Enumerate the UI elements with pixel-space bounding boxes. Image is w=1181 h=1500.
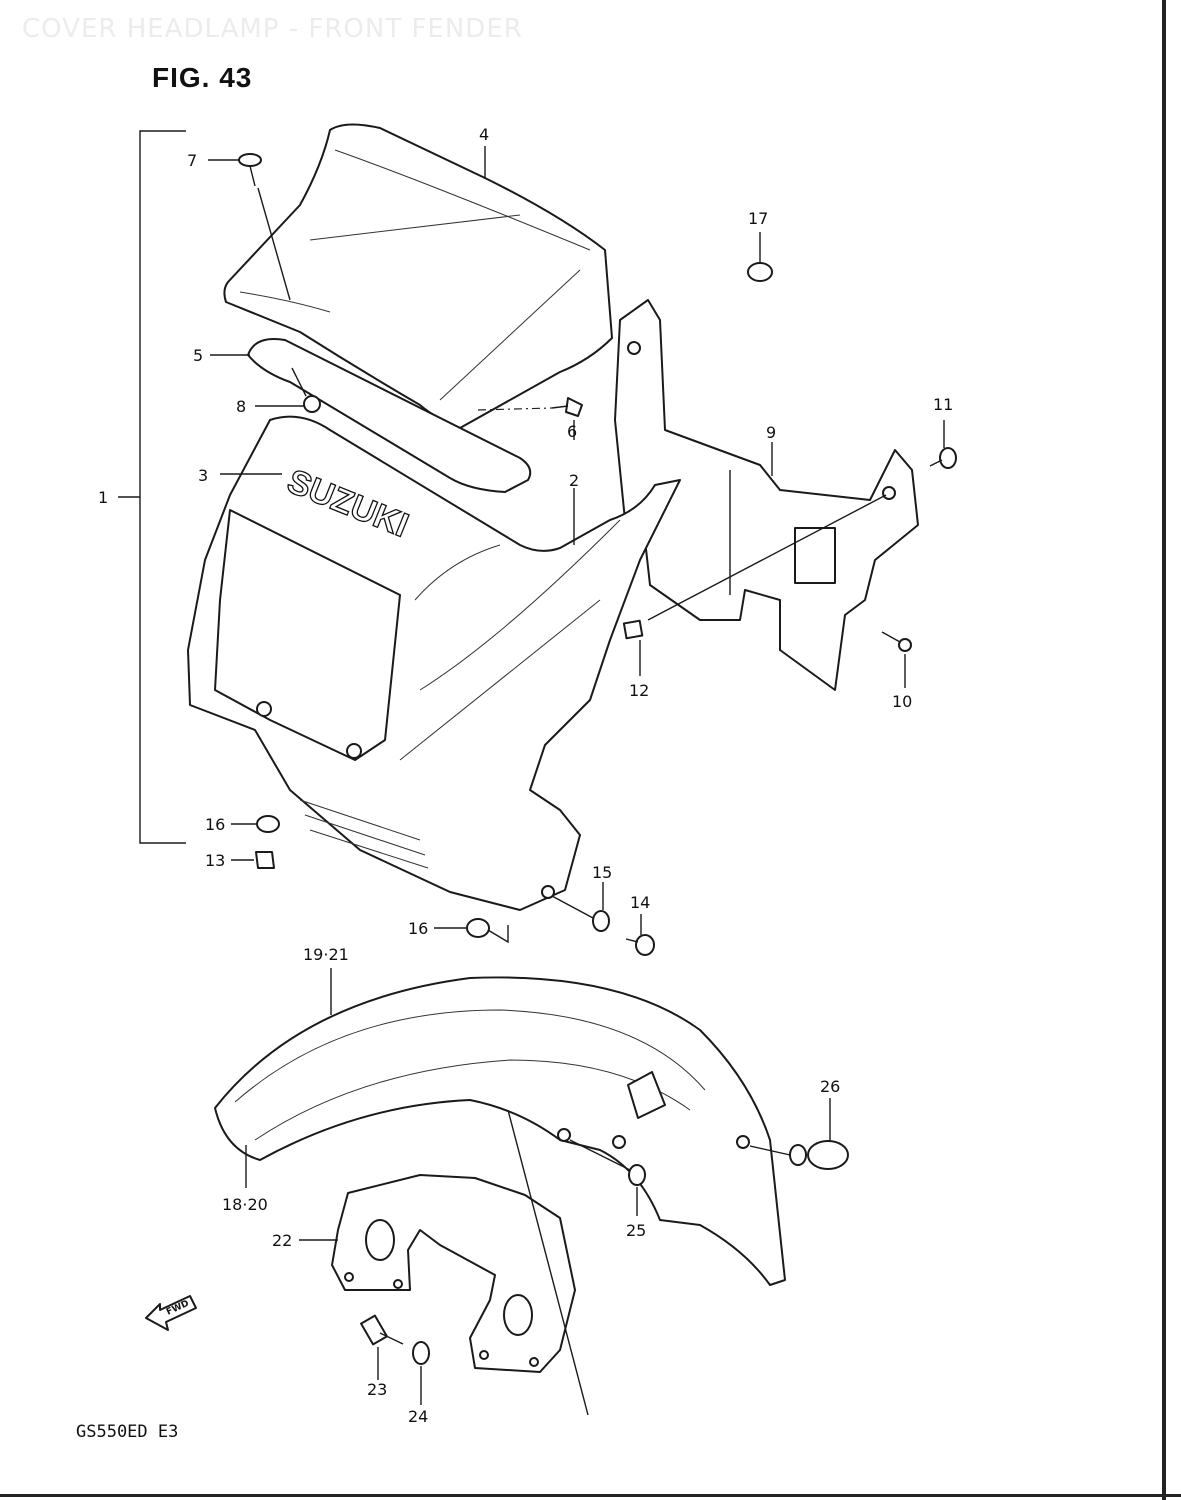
callout-15: 15: [592, 863, 612, 882]
screw-11: [929, 447, 957, 469]
screw-6: [551, 397, 583, 417]
callout-16a: 16: [205, 815, 225, 834]
callout-5: 5: [193, 346, 203, 365]
callout-26: 26: [820, 1077, 840, 1096]
bolt-14: [625, 934, 655, 956]
fwd-arrow: FWD: [145, 1295, 197, 1331]
part-front-fender[interactable]: [214, 976, 786, 1286]
callout-12: 12: [629, 681, 649, 700]
callout-25: 25: [626, 1221, 646, 1240]
callout-3: 3: [198, 466, 208, 485]
part-fender-brace-22[interactable]: [331, 1174, 576, 1373]
nut-8: [303, 395, 321, 413]
group-bracket-1: [118, 130, 186, 844]
page-edge-bottom: [0, 1494, 1181, 1497]
callout-2: 2: [569, 471, 579, 490]
callout-10: 10: [892, 692, 912, 711]
part-stay-5[interactable]: [247, 338, 532, 493]
page-header: COVER HEADLAMP - FRONT FENDER: [22, 14, 523, 44]
callout-6: 6: [567, 422, 577, 441]
callout-18-20: 18·20: [222, 1195, 268, 1214]
leader-lines: [208, 146, 945, 1416]
callout-22: 22: [272, 1231, 292, 1250]
nut-12: [622, 619, 644, 640]
cap-17: [747, 262, 773, 282]
callout-16b: 16: [408, 919, 428, 938]
figure-title: FIG. 43: [152, 62, 253, 93]
bolt-13: [255, 851, 275, 869]
screw-10: [881, 631, 912, 652]
grommet-16a: [256, 815, 280, 833]
callout-9: 9: [766, 423, 776, 442]
washer-15: [592, 910, 610, 932]
callouts: 1 2 3 4 5 6 7 8 9 10 11 12 13 14 15 16 1…: [98, 125, 953, 1426]
callout-24: 24: [408, 1407, 428, 1426]
part-bracket-9[interactable]: [614, 299, 919, 691]
callout-23: 23: [367, 1380, 387, 1399]
callout-4: 4: [479, 125, 489, 144]
grommet-16b: [466, 918, 490, 938]
model-code: GS550ED E3: [76, 1422, 179, 1442]
callout-19-21: 19·21: [303, 945, 349, 964]
callout-13: 13: [205, 851, 225, 870]
callout-17: 17: [748, 209, 768, 228]
part-cowl-3[interactable]: SUZUKI: [187, 415, 681, 911]
washer-24: [412, 1341, 430, 1365]
callout-11: 11: [933, 395, 953, 414]
callout-8: 8: [236, 397, 246, 416]
callout-7: 7: [187, 151, 197, 170]
callout-14: 14: [630, 893, 650, 912]
washer-25: [628, 1164, 646, 1186]
screw-7: [238, 153, 262, 187]
page-edge-right: [1162, 0, 1166, 1500]
bolt-23: [360, 1314, 404, 1346]
bolt-26: [789, 1140, 849, 1170]
callout-1: 1: [98, 488, 108, 507]
cowl-vents: [299, 799, 429, 869]
